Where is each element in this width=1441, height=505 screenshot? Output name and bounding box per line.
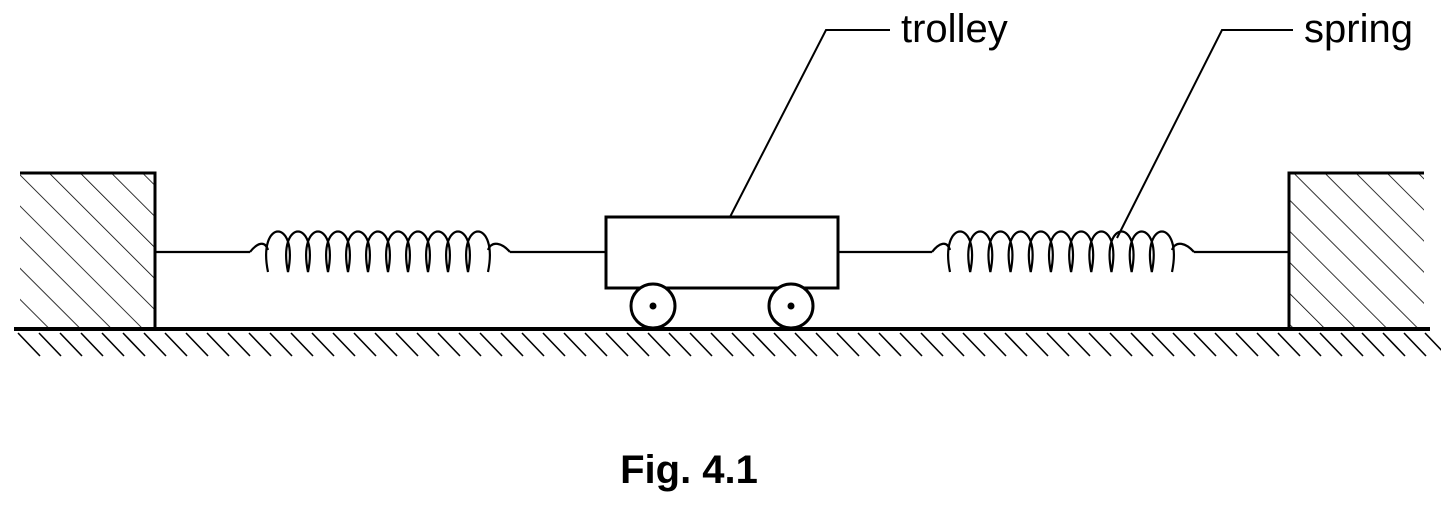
trolley-wheel-right [767, 282, 815, 330]
leader-lines [729, 29, 1293, 239]
trolley-wheel-left [629, 282, 677, 330]
trolley-label: trolley [901, 7, 1008, 51]
left-wall [20, 171, 157, 328]
trolley-leader-line [729, 29, 890, 218]
trolley-body [604, 215, 840, 290]
left-spring [155, 230, 606, 273]
figure-caption: Fig. 4.1 [620, 448, 758, 492]
trolley [604, 215, 840, 330]
spring-leader-line [1116, 29, 1293, 239]
ground [14, 327, 1441, 357]
right-spring [838, 230, 1289, 273]
right-wall [1287, 171, 1424, 328]
ground-hatching [17, 332, 1441, 357]
spring-label: spring [1304, 7, 1413, 51]
